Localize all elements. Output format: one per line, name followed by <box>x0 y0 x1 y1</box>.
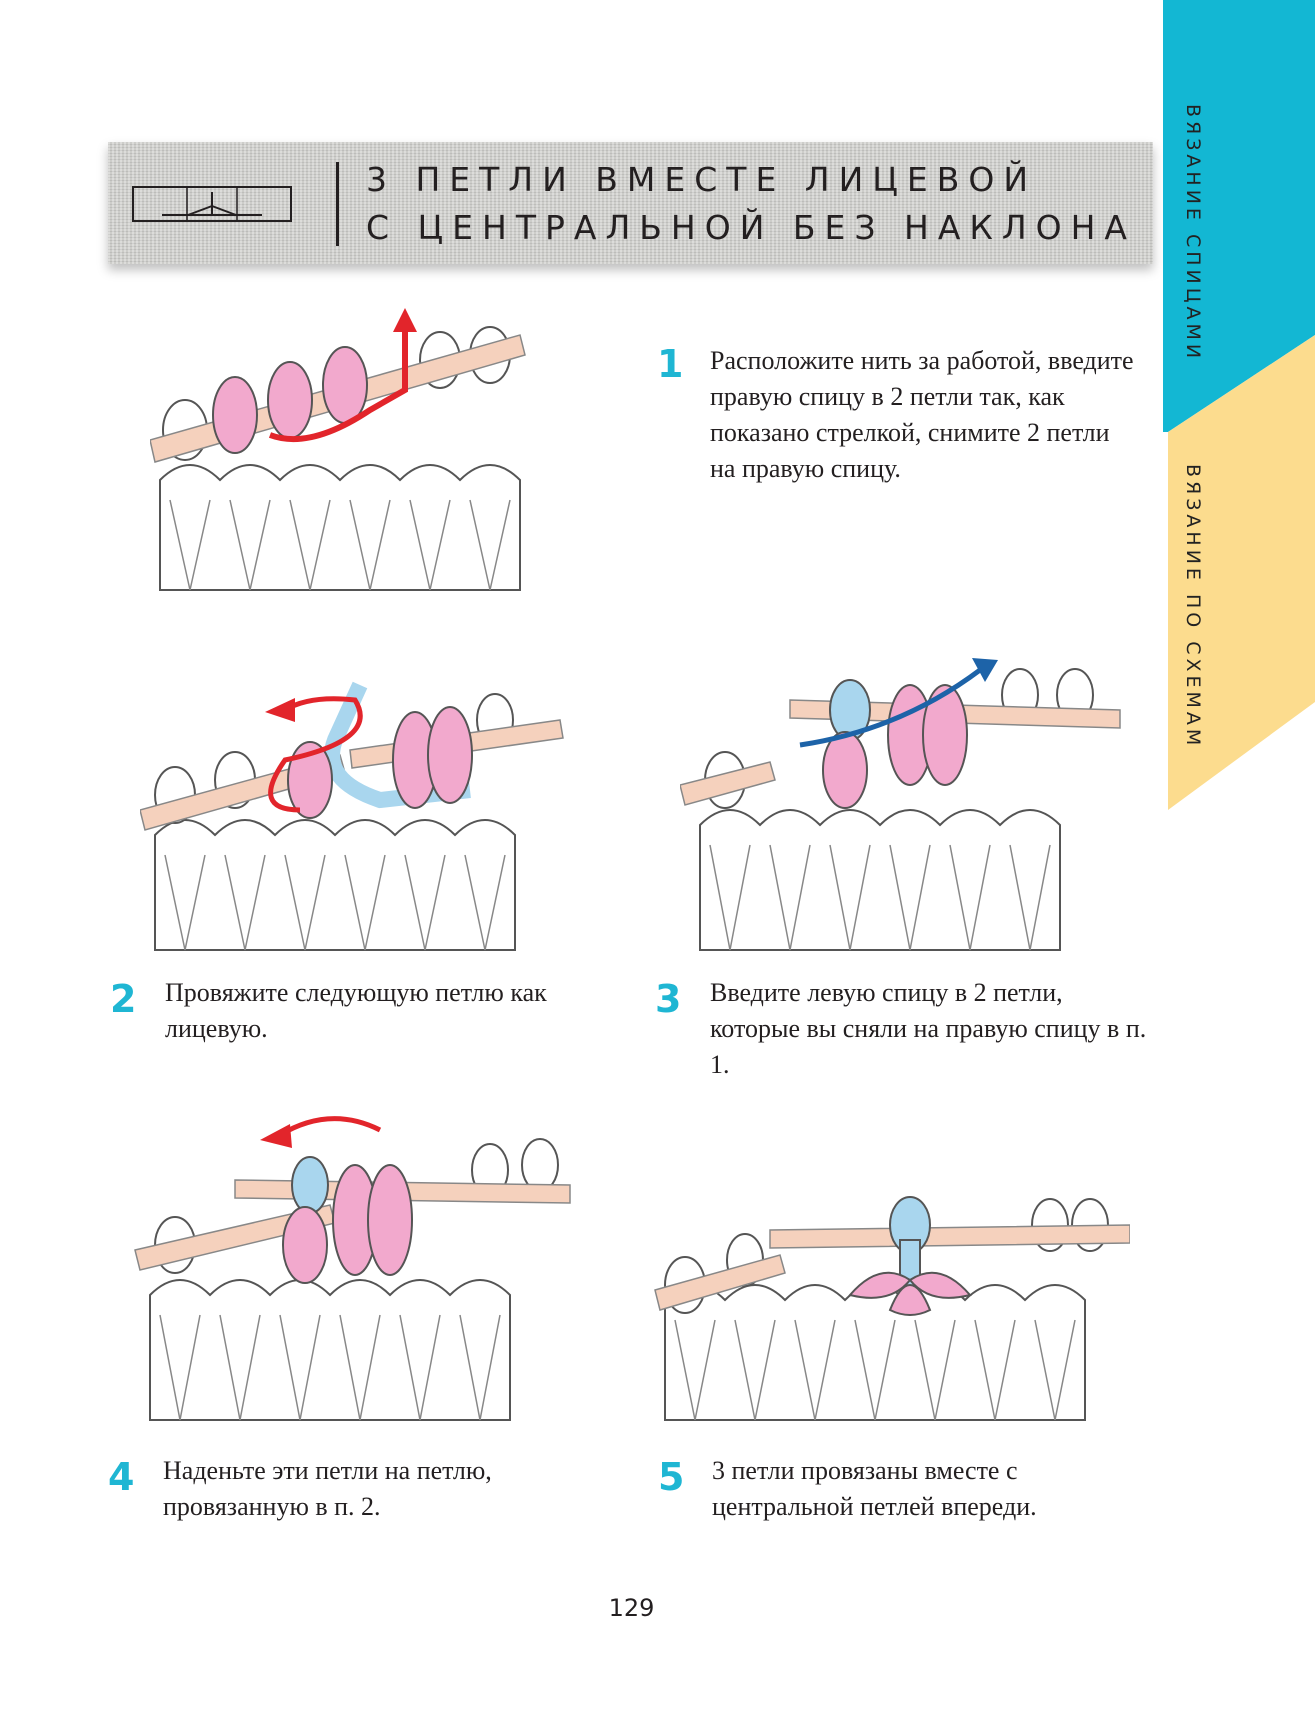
illustration-step-1 <box>150 300 590 600</box>
step-number: 1 <box>657 345 683 383</box>
page-title: 3 петли вместе лицевой с центральной без… <box>366 156 1136 252</box>
title-line-1: 3 петли вместе лицевой <box>366 156 1136 204</box>
step-number: 5 <box>658 1458 684 1496</box>
tab-charts: Вязание по схемам <box>1182 464 1204 749</box>
title-line-2: с центральной без наклона <box>366 204 1136 252</box>
step-text: Введите левую спицу в 2 петли, которые в… <box>710 975 1150 1083</box>
illustration-step-2 <box>140 660 580 960</box>
stitch-symbol-icon <box>132 186 292 222</box>
step-number: 3 <box>655 980 681 1018</box>
tab-knitting: Вязание спицами <box>1182 104 1204 362</box>
illustration-step-3 <box>680 640 1140 960</box>
header-banner: 3 петли вместе лицевой с центральной без… <box>108 142 1153 264</box>
step-text: Наденьте эти петли на петлю, провязанную… <box>163 1453 603 1525</box>
illustration-step-5 <box>650 1130 1130 1430</box>
step-text: Провяжите следующую петлю как лицевую. <box>165 975 615 1047</box>
step-number: 2 <box>110 980 136 1018</box>
page-number: 129 <box>0 1594 1263 1622</box>
step-text: 3 петли провязаны вместе с центральной п… <box>712 1453 1142 1525</box>
illustration-step-4 <box>130 1110 590 1430</box>
step-number: 4 <box>108 1458 134 1496</box>
step-text: Расположите нить за работой, введите пра… <box>710 343 1140 487</box>
banner-divider <box>336 162 339 246</box>
